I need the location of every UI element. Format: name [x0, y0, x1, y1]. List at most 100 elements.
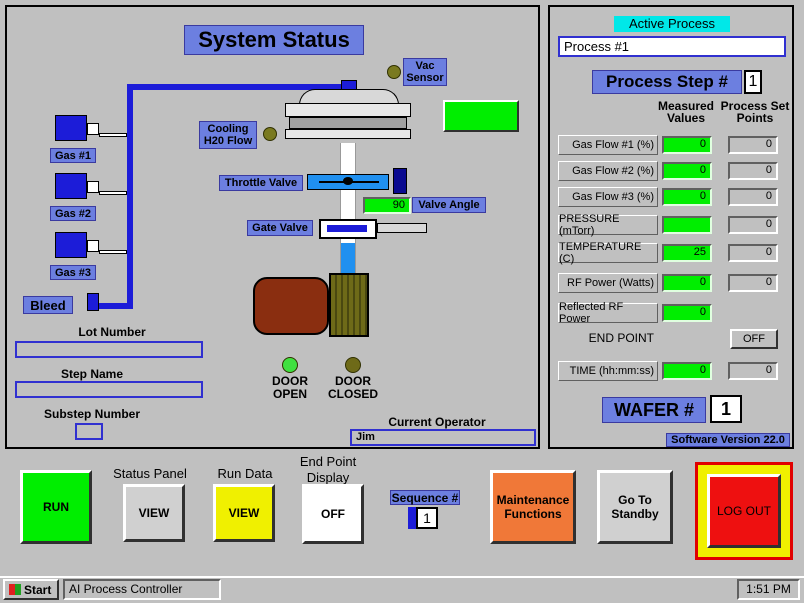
start-label: Start [24, 582, 52, 597]
gas-top-pipe [127, 84, 349, 90]
bleed-valve-icon [87, 293, 99, 311]
process-row-label: Reflected RF Power [558, 301, 658, 325]
chamber-lid [285, 103, 411, 117]
gas2-valve-icon [87, 181, 99, 193]
maintenance-functions-button[interactable]: Maintenance Functions [490, 470, 576, 544]
wafer-number-field[interactable]: 1 [710, 395, 742, 423]
measured-value [662, 216, 712, 234]
active-process-field[interactable]: Process #1 [558, 36, 786, 57]
throttle-actuator [393, 168, 407, 194]
pump-motor-icon [253, 277, 329, 335]
gas1-label: Gas #1 [50, 148, 96, 163]
software-version-label: Software Version 22.0 [666, 433, 790, 447]
end-point-off-button[interactable]: OFF [302, 484, 364, 544]
measured-value: 0 [662, 188, 712, 206]
time-label: TIME (hh:mm:ss) [558, 361, 658, 381]
windows-logo-icon [9, 584, 21, 595]
chamber-status-indicator [443, 100, 519, 132]
setpoint-value[interactable]: 0 [728, 136, 778, 154]
process-step-field[interactable]: 1 [744, 70, 762, 94]
taskbar-app-button[interactable]: AI Process Controller [63, 579, 221, 600]
cooling-flow-label: Cooling H20 Flow [199, 121, 257, 149]
go-to-standby-button[interactable]: Go To Standby [597, 470, 673, 544]
process-row-label: RF Power (Watts) [558, 273, 658, 293]
cooling-flow-indicator [263, 127, 277, 141]
measured-value: 0 [662, 274, 712, 292]
door-closed-label: DOOR CLOSED [327, 374, 378, 401]
setpoint-value[interactable]: 0 [728, 162, 778, 180]
measured-value: 0 [662, 162, 712, 180]
step-name-field[interactable] [15, 381, 203, 398]
logout-button[interactable]: LOG OUT [707, 474, 781, 548]
gate-valve-plate [327, 225, 367, 232]
status-panel-view-button[interactable]: VIEW [123, 484, 185, 542]
run-button[interactable]: RUN [20, 470, 92, 544]
lot-number-field[interactable] [15, 341, 203, 358]
sequence-spinner[interactable] [408, 507, 416, 529]
vac-sensor-indicator [387, 65, 401, 79]
setpoint-value[interactable]: 0 [728, 188, 778, 206]
active-process-label: Active Process [614, 16, 730, 32]
time-setpoint-value[interactable]: 0 [728, 362, 778, 380]
lot-number-label: Lot Number [78, 325, 146, 339]
chamber-base [285, 129, 411, 139]
gas1-line [99, 133, 127, 137]
throttle-valve-disc [343, 177, 353, 185]
setpoint-value[interactable]: 0 [728, 244, 778, 262]
gas1-bottle-icon [55, 115, 87, 141]
throttle-valve-label: Throttle Valve [219, 175, 303, 191]
time-measured-value: 0 [662, 362, 712, 380]
gas3-bottle-icon [55, 232, 87, 258]
pump-body-icon [329, 273, 369, 337]
door-open-label: DOOR OPEN [272, 374, 308, 401]
process-step-label: Process Step # [592, 70, 742, 94]
process-row-label: Gas Flow #1 (%) [558, 135, 658, 155]
process-row-label: PRESSURE (mTorr) [558, 213, 658, 237]
gas2-label: Gas #2 [50, 206, 96, 221]
end-point-toggle[interactable]: OFF [730, 329, 778, 349]
gas1-valve-icon [87, 123, 99, 135]
process-row-label: Gas Flow #2 (%) [558, 161, 658, 181]
process-setpoints-header: Process Set Points [720, 99, 790, 125]
wafer-label: WAFER # [602, 397, 706, 423]
door-open-indicator [282, 357, 298, 373]
chamber-body [289, 117, 407, 129]
start-button[interactable]: Start [3, 579, 59, 600]
run-data-view-button[interactable]: VIEW [213, 484, 275, 542]
measured-value: 0 [662, 136, 712, 154]
run-data-label: Run Data [217, 466, 273, 481]
valve-angle-label: Valve Angle [412, 197, 486, 213]
gas3-label: Gas #3 [50, 265, 96, 280]
vac-sensor-label: Vac Sensor [403, 58, 447, 86]
gas3-valve-icon [87, 240, 99, 252]
door-closed-indicator [345, 357, 361, 373]
process-panel: Active Process Process #1 Process Step #… [548, 5, 794, 449]
setpoint-value[interactable]: 0 [728, 216, 778, 234]
substep-number-field[interactable] [75, 423, 103, 440]
gas-manifold-pipe [127, 84, 133, 309]
shaft-blue-section [341, 243, 355, 277]
bleed-label: Bleed [23, 296, 73, 314]
step-name-label: Step Name [60, 367, 124, 381]
valve-angle-value: 90 [363, 197, 411, 214]
process-row-label: TEMPERATURE (C) [558, 241, 658, 265]
taskbar-clock: 1:51 PM [737, 579, 800, 600]
measured-value: 25 [662, 244, 712, 262]
sequence-number-field[interactable]: 1 [416, 507, 438, 529]
sequence-label: Sequence # [390, 490, 460, 505]
bleed-pipe [95, 303, 133, 309]
status-panel-label: Status Panel [113, 466, 187, 481]
measured-value: 0 [662, 304, 712, 322]
end-point-display-label: End Point Display [299, 454, 357, 485]
system-status-title: System Status [184, 25, 364, 55]
process-row-label: Gas Flow #3 (%) [558, 187, 658, 207]
gas2-line [99, 191, 127, 195]
setpoint-value[interactable]: 0 [728, 274, 778, 292]
gate-valve-arm [377, 223, 427, 233]
gas3-line [99, 250, 127, 254]
current-operator-field[interactable]: Jim [350, 429, 536, 446]
system-status-panel: System Status Vac Sensor Gas #1 Gas #2 G… [5, 5, 540, 449]
taskbar-app-label: AI Process Controller [69, 582, 183, 596]
end-point-label: END POINT [588, 331, 654, 345]
substep-number-label: Substep Number [43, 407, 140, 421]
